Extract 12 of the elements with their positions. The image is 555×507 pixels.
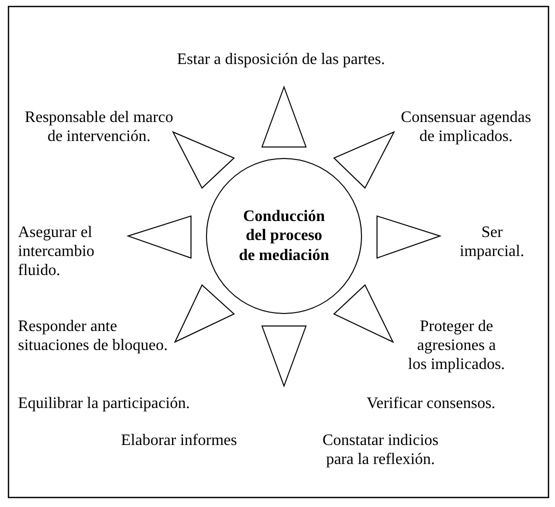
task-label: Elaborar informes — [120, 430, 238, 450]
task-label: Verificar consensos. — [366, 394, 496, 412]
task-label: Responsable del marco de intervención. — [24, 108, 174, 146]
task-label: Proteger de agresiones a los implicados. — [408, 316, 505, 374]
task-label: Responder ante situaciones de bloqueo. — [18, 316, 169, 354]
task-label: Ser imparcial. — [459, 222, 525, 260]
task-label: Estar a disposición de las partes. — [176, 50, 386, 69]
task-label: Asegurar el intercambio fluido. — [18, 222, 96, 280]
center-title: Conducción del proceso de mediación — [238, 206, 330, 266]
task-label: Constatar indicios para la reflexión. — [322, 430, 440, 468]
task-label: Consensuar agendas de implicados. — [400, 108, 532, 146]
task-label: Equilibrar la participación. — [18, 394, 191, 412]
